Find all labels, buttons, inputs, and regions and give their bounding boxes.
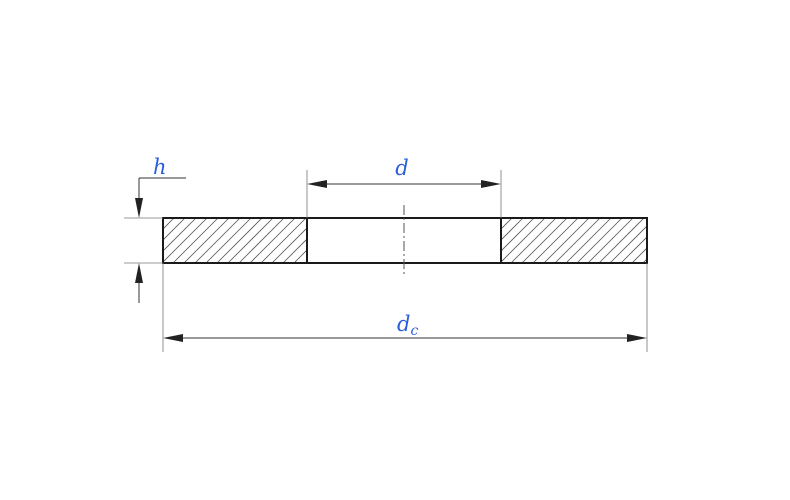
hatch-line	[172, 218, 219, 263]
hatch-line	[598, 218, 645, 263]
hatch-line	[501, 218, 546, 263]
hatch-line	[271, 227, 307, 263]
hatch-line	[554, 218, 601, 263]
hatch-line	[501, 218, 513, 230]
hatch-line	[163, 218, 186, 241]
hatch-line	[543, 218, 590, 263]
hatch-line	[282, 238, 307, 263]
dc-label-subscript: c	[410, 323, 418, 339]
hatch-line	[194, 218, 241, 263]
hatch-line	[260, 218, 307, 263]
hatch-line	[316, 218, 361, 263]
dc-arrow-right	[627, 334, 647, 342]
hatch-line	[576, 218, 623, 263]
dc-arrow-left	[163, 334, 183, 342]
hatch-line	[501, 218, 535, 252]
hatch-line	[205, 218, 252, 263]
washer-outline	[162, 217, 648, 264]
hatch-line	[565, 218, 612, 263]
d-arrow-left	[307, 180, 327, 188]
hatch-line	[163, 218, 175, 230]
hatch-line	[521, 218, 568, 263]
hatch-line	[227, 218, 274, 263]
hatch-line	[609, 225, 647, 263]
hatch-line	[338, 218, 383, 263]
h-arrow-top	[135, 198, 143, 218]
h-arrow-bottom	[135, 263, 143, 283]
hatch-line	[163, 218, 197, 252]
hatch-line	[501, 218, 524, 241]
hatch-line	[687, 218, 732, 263]
d-label: d	[395, 156, 408, 180]
hatch-line	[238, 218, 285, 263]
hatch-line	[349, 218, 394, 263]
hatch-line	[293, 249, 307, 263]
hatch-line	[501, 218, 502, 219]
h-label: h	[153, 155, 167, 179]
hatch-line	[249, 218, 296, 263]
hatch-line	[665, 218, 710, 263]
hatch-line	[163, 218, 208, 263]
hatch-line	[216, 218, 263, 263]
dc-label-main: d	[397, 312, 410, 336]
hatch-line	[642, 258, 647, 263]
hatch-line	[327, 218, 372, 263]
hatch-line	[532, 218, 579, 263]
hatch-line	[163, 218, 164, 219]
hatch-line	[631, 247, 647, 263]
hatch-line	[676, 218, 721, 263]
dc-label: dc	[397, 312, 418, 339]
hatch-line	[510, 218, 557, 263]
d-arrow-right	[481, 180, 501, 188]
hatch-right-section	[501, 218, 732, 263]
hatch-line	[654, 218, 699, 263]
hatch-line	[587, 218, 634, 263]
hatch-line	[183, 218, 230, 263]
hatch-left-section	[163, 218, 394, 263]
hatch-line	[304, 260, 307, 263]
hatch-line	[620, 236, 647, 263]
